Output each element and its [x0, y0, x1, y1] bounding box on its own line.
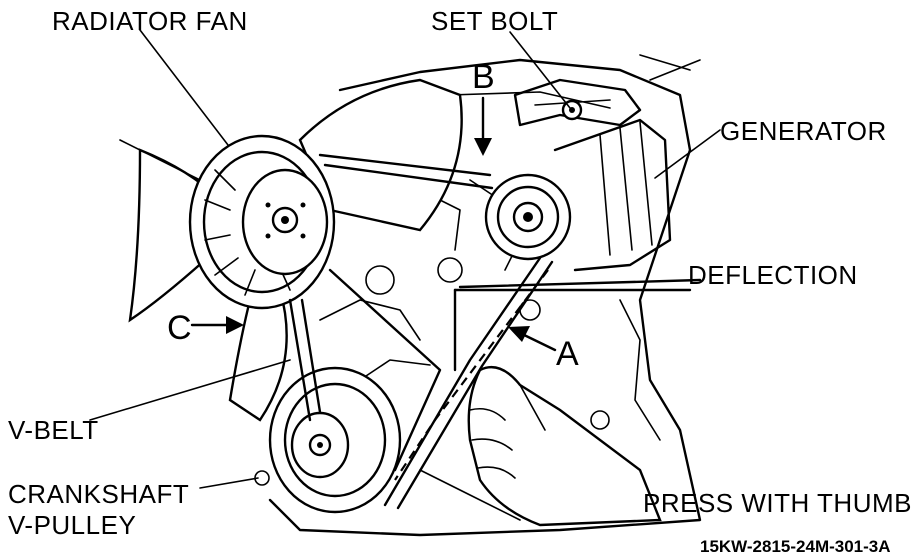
deflection-indicator: [453, 278, 702, 372]
figure-code: 15KW-2815-24M-301-3A: [700, 537, 891, 556]
label-press-with-thumb: PRESS WITH THUMB: [643, 488, 912, 518]
label-v-pulley: V-PULLEY: [8, 510, 137, 540]
generator-body: [484, 118, 672, 272]
v-belt: [288, 153, 554, 510]
fan-pulley: [188, 134, 336, 310]
leader-lines: [89, 29, 721, 489]
crankshaft-pulley: [254, 366, 402, 514]
label-point-a: A: [556, 335, 580, 373]
label-point-c: C: [167, 309, 193, 347]
hand: [467, 365, 662, 527]
arrow-b: [474, 96, 492, 156]
label-generator: GENERATOR: [720, 116, 887, 146]
arrow-c: [190, 316, 244, 334]
adjusting-bracket: [513, 78, 642, 127]
label-point-b: B: [472, 58, 496, 96]
arrow-a: [508, 326, 557, 352]
label-crankshaft: CRANKSHAFT: [8, 479, 190, 509]
label-radiator-fan: RADIATOR FAN: [52, 6, 248, 36]
label-deflection: DEFLECTION: [688, 260, 858, 290]
label-set-bolt: SET BOLT: [431, 6, 559, 36]
label-v-belt: V-BELT: [8, 415, 99, 445]
